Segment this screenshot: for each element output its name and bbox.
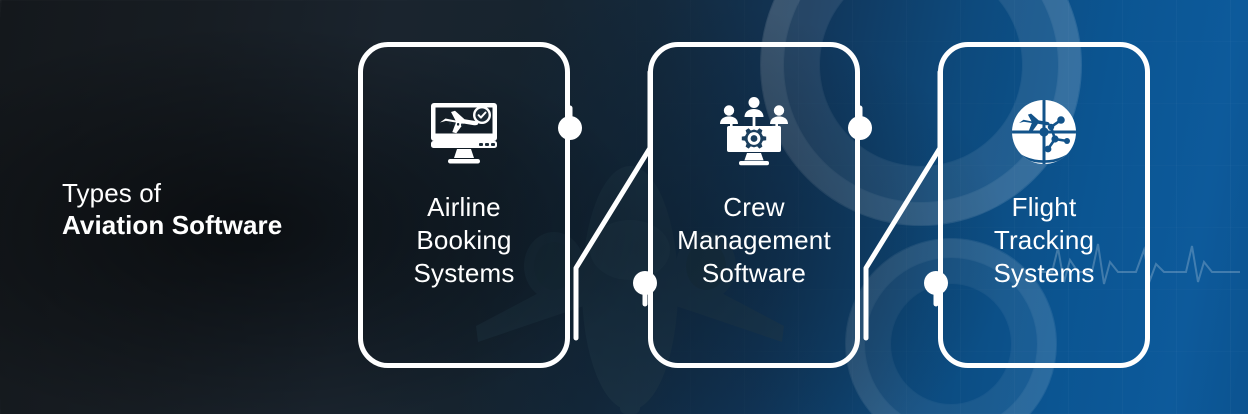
card-flight-tracking-systems[interactable]: Flight Tracking Systems [938, 42, 1150, 368]
page-title-line-2: Aviation Software [62, 209, 283, 240]
card-label-line-2: Booking [416, 225, 512, 255]
monitor-airplane-check-icon [427, 95, 501, 169]
card-label-line-3: Software [701, 258, 807, 288]
card-label-crew-management-software: Crew Management Software [671, 191, 837, 290]
team-gear-monitor-icon [717, 95, 791, 169]
card-label-flight-tracking-systems: Flight Tracking Systems [987, 191, 1100, 290]
card-label-line-1: Airline [427, 192, 501, 222]
card-label-line-3: Systems [413, 258, 515, 288]
page-title: Types of Aviation Software [62, 178, 362, 241]
card-label-line-2: Management [677, 225, 831, 255]
card-crew-management-software[interactable]: Crew Management Software [648, 42, 860, 368]
card-label-line-1: Crew [723, 192, 785, 222]
card-label-line-1: Flight [1011, 192, 1077, 222]
card-label-airline-booking-systems: Airline Booking Systems [407, 191, 520, 290]
card-label-line-2: Tracking [993, 225, 1095, 255]
card-airline-booking-systems[interactable]: Airline Booking Systems [358, 42, 570, 368]
globe-radar-plane-icon [1007, 95, 1081, 169]
page-title-line-1: Types of [62, 178, 162, 208]
card-label-line-3: Systems [993, 258, 1095, 288]
